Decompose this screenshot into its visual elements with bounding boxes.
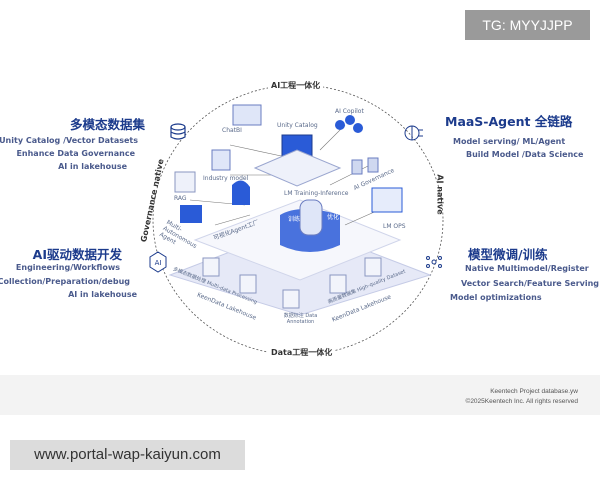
node-optimize: 优化 (327, 214, 340, 221)
outer-dashed-ring (152, 84, 444, 356)
maas-item: Model serving/ ML/Agent (453, 137, 566, 146)
node-unity-catalog: Unity Catalog (277, 122, 318, 129)
ai-dev-item: Collection/Preparation/debug (0, 277, 130, 286)
ai-copilot-cylinders (335, 115, 363, 133)
node-lm-ops: LM OPS (383, 223, 406, 230)
node-train: 训练 (288, 216, 301, 223)
data-drum (299, 199, 323, 236)
multimodal-item: Enhance Data Governance (16, 149, 135, 158)
arc-label-bottom: Data工程一体化 (268, 347, 336, 358)
arc-label-top: AI工程一体化 (268, 80, 324, 91)
ai-governance-cylinders (351, 157, 379, 175)
agent-head (232, 180, 250, 205)
multimodal-item: AI in lakehouse (58, 162, 127, 171)
footer-copyright: ©2025Keentech Inc. All rights reserved (465, 398, 578, 405)
node-chatbi: ChatBI (222, 127, 242, 134)
ai-dev-item: Engineering/Workflows (15, 263, 120, 272)
watermark: TG: MYYJJPP (465, 10, 590, 40)
chatbi-screen (232, 104, 262, 126)
multimodal-item: Unity Catalog /Vector Datasets (0, 136, 138, 145)
rag-box (174, 171, 196, 193)
section-finetune-title: 模型微调/训练 (468, 247, 548, 262)
lm-ops-box (371, 187, 403, 213)
ai-dev-item: AI in lakehouse (68, 290, 137, 299)
url-banner: www.portal-wap-kaiyun.com (10, 440, 245, 470)
section-ai-dev-title: AI驱动数据开发 (32, 247, 122, 262)
node-lm-training: LM Training-Inference (284, 190, 349, 197)
node-industry-model: Industry model (203, 175, 249, 182)
maas-item: Build Model /Data Science (466, 150, 584, 159)
dataset-stacks (202, 257, 382, 309)
unity-catalog-base (253, 149, 342, 187)
finetune-item: Vector Search/Feature Serving (461, 279, 600, 288)
finetune-item: Native Multimodel/Register (465, 264, 589, 273)
section-multimodal-title: 多模态数据集 (69, 117, 145, 132)
network-icon (426, 256, 442, 268)
node-rag: RAG (174, 195, 187, 202)
arc-label-right: AI native (435, 174, 445, 215)
database-icon (170, 123, 186, 140)
multi-agent-box (180, 205, 202, 223)
node-data-annotation: 数据标注 Data Annotation (283, 313, 318, 325)
industry-model-stack (211, 149, 231, 171)
node-ai-copilot: AI Copilot (335, 108, 364, 115)
ai-hex-icon: AI (149, 251, 167, 273)
brain-icon (404, 125, 423, 141)
svg-text:AI: AI (155, 259, 162, 267)
finetune-item: Model optimizations (450, 293, 542, 302)
section-maas-title: MaaS-Agent 全链路 (445, 114, 573, 129)
footer-line-1: Keentech Project database.yw (490, 388, 578, 395)
footer-band (0, 375, 600, 415)
